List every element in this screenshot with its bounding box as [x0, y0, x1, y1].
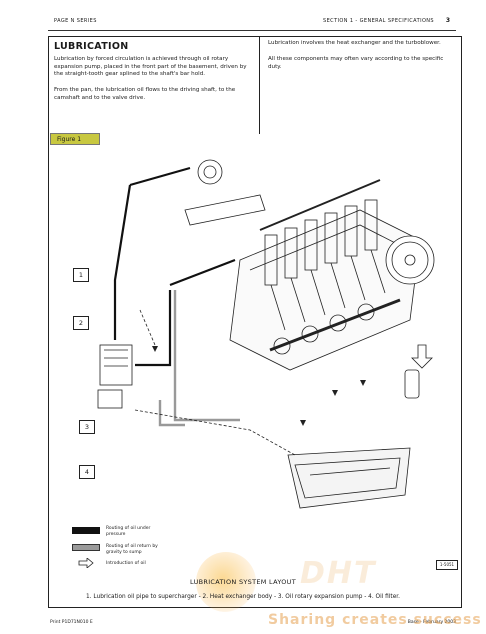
paragraph-2: From the pan, the lubrication oil flows …	[54, 87, 236, 101]
legend-pressure-text: Routing of oil under pressure	[106, 526, 151, 537]
legend-return-swatch	[72, 544, 100, 551]
watermark-slogan: Sharing creates success	[268, 612, 482, 628]
page-number: 3	[445, 17, 450, 24]
page-header: PAGE N SERIES SECTION 1 - GENERAL SPECIF…	[48, 14, 456, 30]
paragraph-4: All these components may often vary acco…	[268, 56, 444, 70]
callout-3: 3	[79, 420, 95, 434]
paragraph-1: Lubrication by forced circulation is ach…	[54, 56, 247, 78]
callout-4: 4	[79, 465, 95, 479]
legend-introduction-text: Introduction of oil	[106, 561, 146, 566]
footer-date: Base - February 2003	[407, 620, 456, 625]
figure-reference-code: 1-5051	[436, 560, 458, 570]
arrow-right-icon	[78, 558, 94, 568]
footer-print-code: Print P1D71N010 E	[50, 620, 93, 625]
callout-1: 1	[73, 268, 89, 282]
watermark-logo-text: DHT	[300, 556, 377, 591]
header-rule	[48, 30, 456, 31]
figure-caption: 1. Lubrication oil pipe to supercharger …	[86, 594, 400, 600]
paragraph-3: Lubrication involves the heat exchanger …	[268, 40, 441, 46]
legend-return-text: Routing of oil return by gravity to sump	[106, 544, 158, 555]
section-title: LUBRICATION	[54, 41, 129, 52]
watermark-logo-icon	[196, 552, 256, 612]
content-frame	[48, 36, 462, 608]
legend-pressure-swatch	[72, 527, 100, 534]
figure-label: Figure 1	[50, 133, 100, 145]
lubrication-diagram	[97, 159, 435, 509]
caption-title: LUBRICATION SYSTEM LAYOUT	[189, 578, 296, 586]
callout-2: 2	[73, 316, 89, 330]
left-text-column	[48, 36, 260, 134]
header-series: PAGE N SERIES	[54, 18, 97, 24]
header-section: SECTION 1 - GENERAL SPECIFICATIONS	[323, 18, 434, 24]
